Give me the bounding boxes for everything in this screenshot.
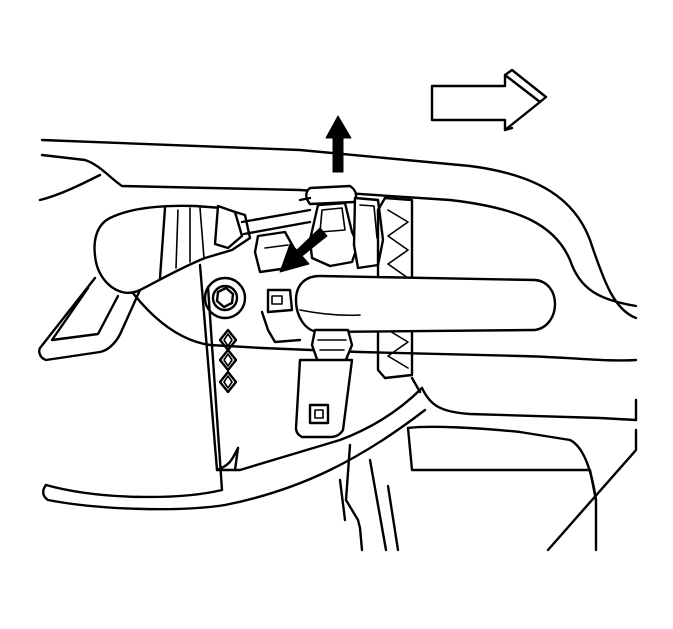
screwdriver-tool <box>93 204 312 295</box>
hose <box>294 274 557 334</box>
mounting-tab <box>38 276 142 362</box>
lower-housing <box>338 376 638 552</box>
direction-arrow-icon <box>430 68 548 132</box>
release-arrow-icon <box>279 227 328 273</box>
hose-clamp <box>260 288 354 364</box>
bolt <box>203 276 247 320</box>
support-bracket <box>42 238 638 511</box>
latch-clip <box>298 184 385 270</box>
pull-up-arrow-icon <box>325 115 352 173</box>
body-panel <box>38 138 638 320</box>
mount-plate <box>294 358 354 439</box>
locating-holes <box>218 328 238 394</box>
